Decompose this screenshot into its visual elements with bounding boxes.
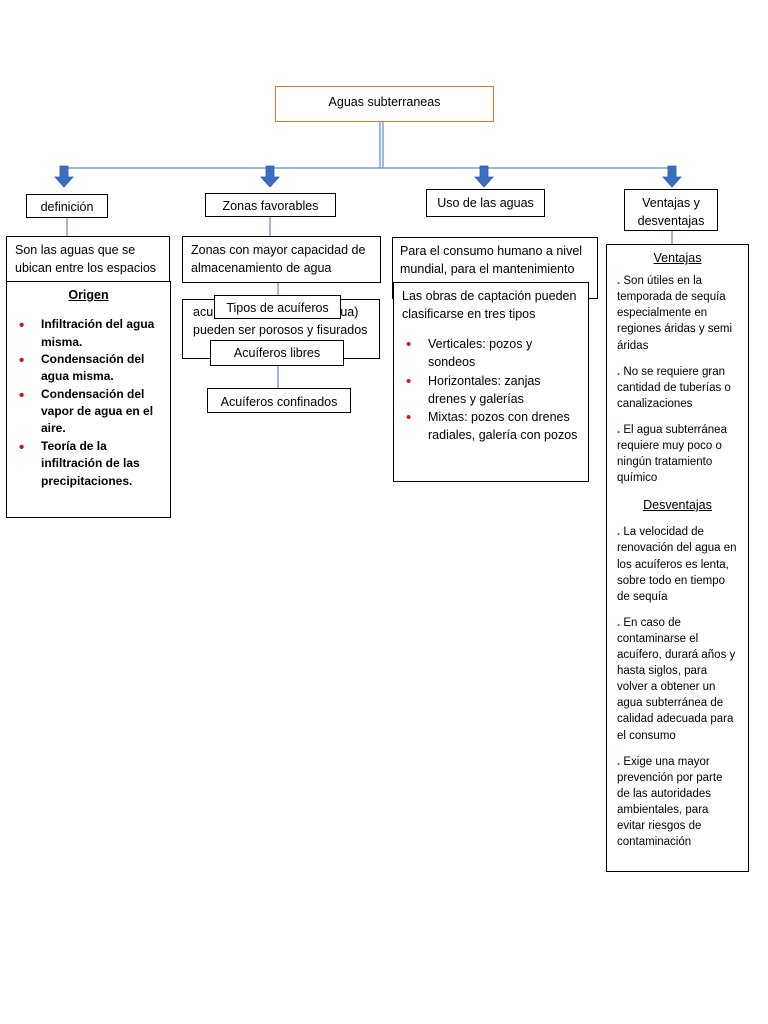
ventajas-node: Ventajas y desventajas: [624, 189, 718, 231]
list-item: . Son útiles en la temporada de sequía e…: [617, 275, 733, 352]
root-node: Aguas subterraneas: [275, 86, 494, 122]
zonas-text-box: Zonas con mayor capacidad de almacenamie…: [182, 236, 381, 283]
list-item: . No se requiere gran cantidad de tuberí…: [617, 365, 731, 410]
acuiferos-confinados-label: Acuíferos confinados: [220, 395, 338, 409]
list-item: . La velocidad de renovación del agua en…: [617, 526, 737, 603]
list-item: Horizontales: zanjas drenes y galerías: [402, 370, 580, 408]
list-item: . El agua subterránea requiere muy poco …: [617, 423, 727, 485]
desventajas-title: Desventajas: [643, 498, 712, 513]
zonas-text: Zonas con mayor capacidad de almacenamie…: [191, 243, 366, 276]
origen-list: Infiltración del agua misma. Condensació…: [15, 315, 162, 490]
tipos-acuiferos-label: Tipos de acuíferos: [226, 301, 329, 315]
obras-box: Las obras de captación pueden clasificar…: [393, 282, 589, 482]
tipos-acuiferos-node: Tipos de acuíferos: [214, 295, 341, 319]
ventajas-box: Ventajas . Son útiles en la temporada de…: [606, 244, 749, 872]
arrow-uso-icon: [474, 165, 494, 188]
acuiferos-libres-node: Acuíferos libres: [210, 340, 344, 366]
list-item: Mixtas: pozos con drenes radiales, galer…: [402, 407, 580, 444]
arrow-ventajas-icon: [662, 165, 682, 188]
list-item: Condensación del agua misma.: [15, 350, 162, 386]
definicion-node: definición: [26, 194, 108, 218]
zonas-node: Zonas favorables: [205, 193, 336, 217]
origen-box: Origen Infiltración del agua misma. Cond…: [6, 281, 171, 518]
uso-label: Uso de las aguas: [437, 196, 534, 210]
acuiferos-confinados-node: Acuíferos confinados: [207, 388, 351, 413]
arrow-definicion-icon: [54, 165, 74, 188]
definicion-label: definición: [40, 200, 94, 214]
uso-node: Uso de las aguas: [426, 189, 545, 217]
obras-list: Verticales: pozos y sondeos Horizontales…: [402, 334, 580, 444]
obras-intro: Las obras de captación pueden clasificar…: [402, 289, 577, 322]
zonas-label: Zonas favorables: [222, 199, 319, 213]
list-item: Condensación del vapor de agua en el air…: [15, 385, 162, 438]
acuiferos-libres-label: Acuíferos libres: [233, 346, 321, 360]
list-item: Teoría de la infiltración de las precipi…: [15, 437, 162, 490]
list-item: Infiltración del agua misma.: [15, 315, 162, 351]
ventajas-label: Ventajas y desventajas: [637, 196, 705, 229]
root-title: Aguas subterraneas: [328, 95, 441, 109]
definicion-text: Son las aguas que se ubican entre los es…: [15, 243, 157, 276]
ventajas-title: Ventajas: [653, 251, 702, 265]
arrow-zonas-icon: [260, 165, 280, 188]
definicion-text-box: Son las aguas que se ubican entre los es…: [6, 236, 170, 282]
origen-title: Origen: [68, 288, 109, 302]
uso-text: Para el consumo humano a nivel mundial, …: [400, 244, 583, 277]
list-item: . En caso de contaminarse el acuífero, d…: [617, 616, 736, 742]
list-item: . Exige una mayor prevención por parte d…: [617, 755, 723, 849]
list-item: Verticales: pozos y sondeos: [402, 334, 580, 371]
